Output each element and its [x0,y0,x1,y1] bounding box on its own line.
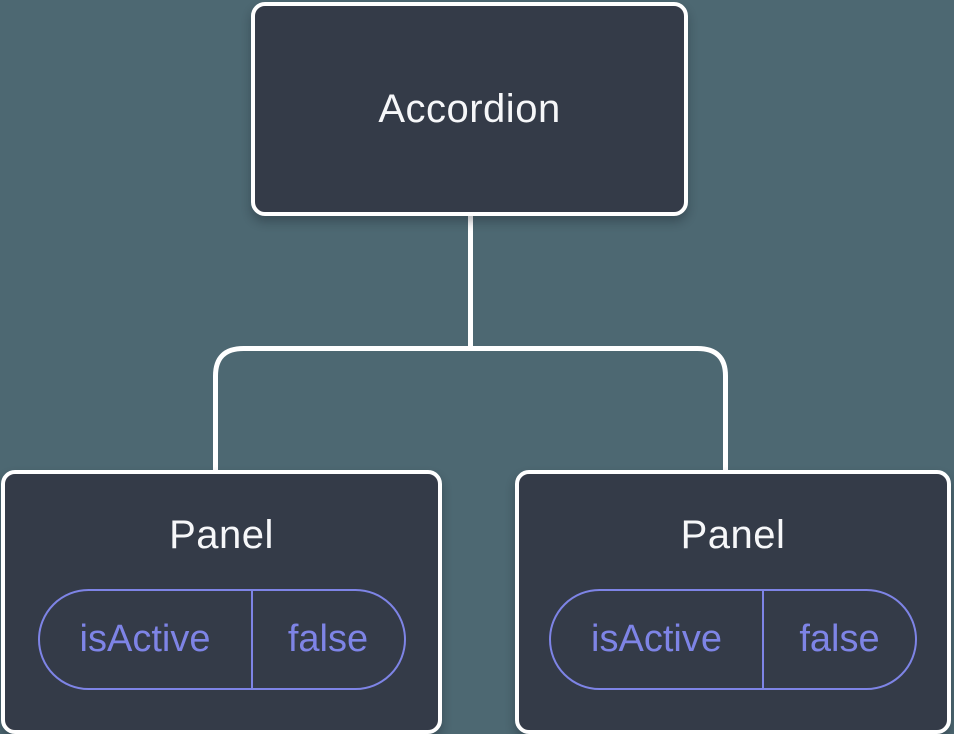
component-name: Panel [169,513,274,557]
component-node-accordion: Accordion [251,2,688,216]
state-name: isActive [40,591,253,688]
state-pill: isActive false [37,589,406,690]
state-name: isActive [551,591,764,688]
component-name: Panel [680,513,786,557]
state-pill: isActive false [549,589,917,690]
component-node-panel-1: Panel isActive false [1,470,442,734]
state-value: false [287,618,369,660]
component-node-panel-2: Panel isActive false [515,470,951,734]
state-value: false [799,618,880,660]
branch-bracket-line [213,346,728,472]
component-name: Accordion [378,86,561,131]
